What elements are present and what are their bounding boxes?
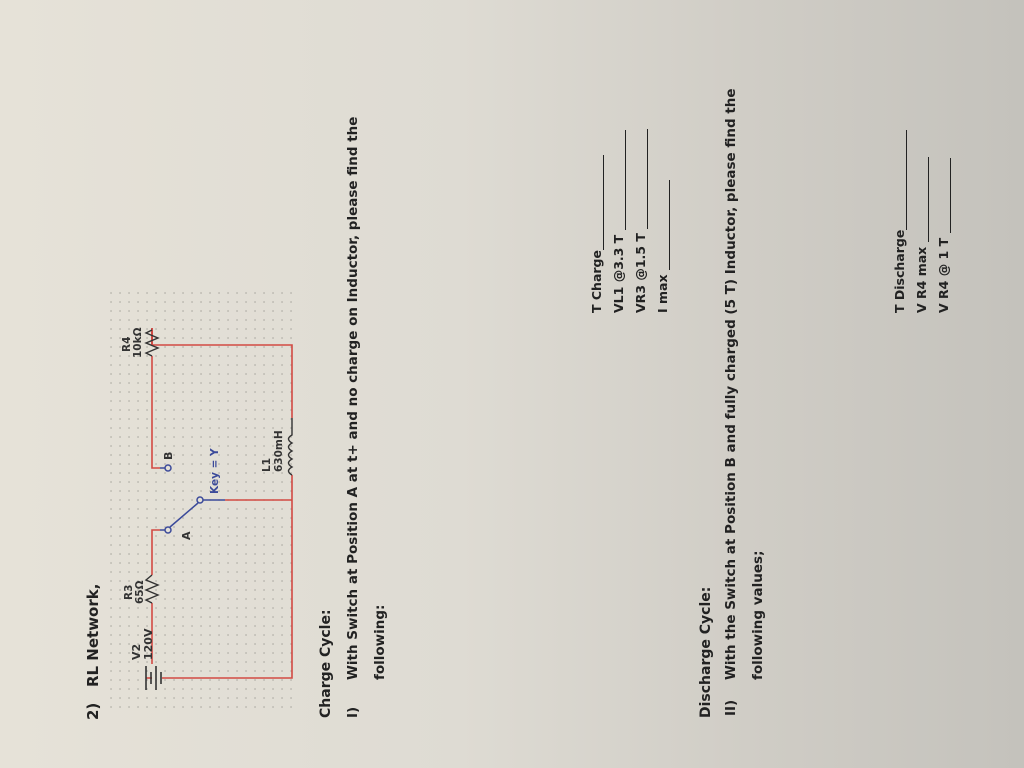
l1-value: 630mH (273, 430, 285, 472)
switch-position-b-label: B (162, 452, 175, 460)
answer-blank[interactable] (936, 158, 951, 234)
r3-value: 65Ω (134, 580, 146, 604)
discharge-cycle-instruction-line1: With the Switch at Position B and fully … (723, 88, 739, 680)
answer-vl1-3-3t: VL1 @3.3 T (604, 129, 626, 313)
charge-cycle-item-number: I) (345, 706, 361, 718)
answer-label: I max (655, 274, 670, 313)
discharge-cycle-item-number: II) (723, 699, 739, 716)
charge-cycle-heading: Charge Cycle: (318, 609, 334, 718)
r3-ref: R3 (123, 585, 135, 600)
discharge-answers-block: T Discharge V R4 max V R4 @ 1 T (885, 129, 951, 313)
answer-i-max: I max (648, 129, 670, 313)
r4-ref: R4 (121, 337, 133, 352)
answer-blank[interactable] (633, 128, 648, 229)
answer-blank[interactable] (655, 180, 670, 271)
resistor-r4-symbol (144, 329, 160, 357)
answer-blank[interactable] (589, 155, 604, 251)
inductor-l1-symbol (287, 418, 294, 476)
charge-cycle-instruction-line1: With Switch at Position A at t+ and no c… (345, 116, 361, 680)
wires (150, 328, 293, 679)
answer-v-r4-max: V R4 max (907, 130, 929, 313)
answer-blank[interactable] (892, 129, 907, 230)
battery-v2-symbol (145, 666, 162, 690)
answer-label: V R4 max (914, 246, 929, 313)
discharge-cycle-instruction-line2: following values; (750, 550, 766, 681)
l1-ref: L1 (261, 458, 273, 472)
answer-t-discharge: T Discharge (885, 129, 907, 313)
answer-t-charge: T Charge (582, 129, 604, 313)
answer-vr3-1-5t: VR3 @1.5 T (626, 128, 648, 313)
answer-blank[interactable] (611, 130, 626, 231)
answer-label: VL1 @3.3 T (611, 234, 626, 313)
switch-position-a-label: A (180, 531, 193, 540)
answer-label: VR3 @1.5 T (633, 233, 648, 313)
charge-answers-block: T Charge VL1 @3.3 T VR3 @1.5 T I max (582, 128, 670, 313)
v2-ref: V2 (130, 644, 143, 660)
answer-label: V R4 @ 1 T (936, 237, 951, 313)
v2-value: 120V (142, 628, 155, 660)
problem-number: 2) (84, 702, 102, 720)
switch-key-label: Key = Y (209, 448, 221, 494)
answer-label: T Discharge (892, 229, 907, 313)
r4-value: 10kΩ (132, 327, 144, 358)
answer-v-r4-1t: V R4 @ 1 T (929, 130, 951, 313)
problem-title-text: RL Network, (84, 583, 102, 688)
resistor-r3-symbol (144, 574, 160, 604)
charge-cycle-instruction-line2: following: (372, 604, 388, 680)
discharge-cycle-heading: Discharge Cycle: (698, 586, 714, 718)
problem-title: 2) RL Network, (84, 584, 102, 720)
answer-blank[interactable] (914, 157, 929, 243)
spdt-switch-symbol (160, 464, 225, 534)
rl-circuit-diagram: V2 120V R3 65Ω A B Key = Y L1 630mH R4 1… (110, 288, 295, 708)
answer-label: T Charge (589, 250, 604, 313)
